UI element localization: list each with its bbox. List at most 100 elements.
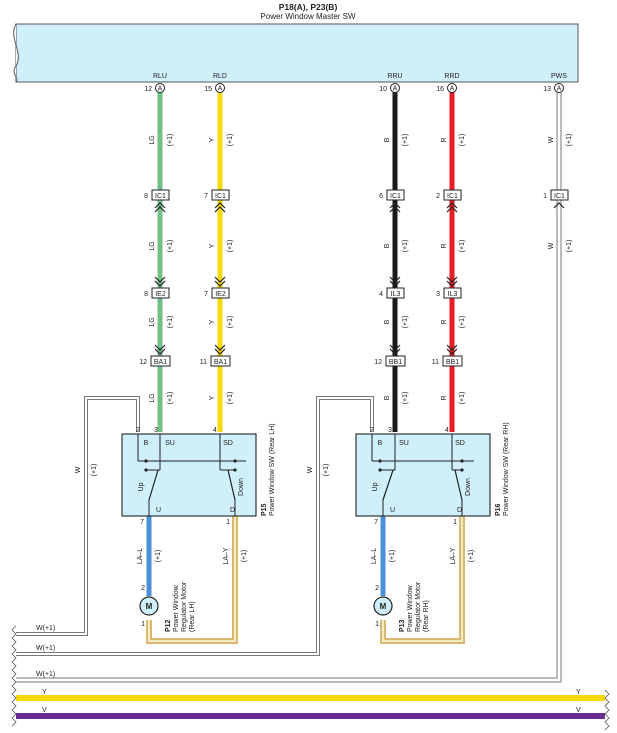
svg-text:P16: P16 (495, 503, 502, 516)
svg-text:Down: Down (465, 478, 472, 496)
bus-v-label-left: V (42, 707, 47, 714)
svg-text:(+1): (+1) (402, 240, 409, 253)
svg-text:2: 2 (370, 427, 374, 434)
svg-text:LA–Y: LA–Y (223, 547, 230, 564)
svg-text:Y: Y (209, 319, 216, 324)
svg-text:W(+1): W(+1) (36, 645, 55, 652)
svg-text:Power Window: Power Window (407, 584, 414, 632)
svg-text:(+1): (+1) (227, 316, 234, 329)
svg-text:(+1): (+1) (402, 316, 409, 329)
svg-text:2: 2 (375, 585, 379, 592)
svg-text:(+1): (+1) (468, 550, 475, 563)
switch-rear-rh: 2 3 4 B SU SD Up Down U D 7 1 P16 Power … (355, 422, 510, 526)
svg-text:LA–L: LA–L (137, 548, 144, 564)
svg-text:IL3: IL3 (448, 291, 458, 298)
svg-text:U: U (156, 507, 161, 514)
svg-text:4: 4 (379, 291, 383, 298)
master-switch-break-mark (13, 23, 19, 83)
svg-text:B: B (378, 440, 383, 447)
svg-text:Down: Down (238, 478, 245, 496)
svg-text:(+1): (+1) (459, 316, 466, 329)
svg-text:(+1): (+1) (323, 464, 330, 477)
svg-text:A: A (393, 86, 398, 93)
svg-text:4: 4 (213, 427, 217, 434)
svg-text:12: 12 (144, 86, 152, 93)
svg-text:BA1: BA1 (214, 359, 227, 366)
svg-text:A: A (557, 86, 562, 93)
svg-text:(Rear RH): (Rear RH) (423, 600, 430, 632)
terminal-label-rlu: RLU (153, 73, 167, 80)
motor-rear-rh: M 2 1 P13 Power Window Regulator Motor (… (373, 581, 430, 632)
svg-text:(+1): (+1) (402, 392, 409, 405)
svg-text:BA1: BA1 (154, 359, 167, 366)
svg-text:(Rear LH): (Rear LH) (189, 601, 196, 632)
master-terminals: A 12 A 15 A 10 A 16 A 13 (144, 83, 564, 93)
svg-text:(+1): (+1) (91, 464, 98, 477)
svg-text:1: 1 (141, 621, 145, 628)
svg-text:Regulator Motor: Regulator Motor (415, 581, 422, 632)
connector-ie2-il3: IE2 8 IE2 7 IL3 4 IL3 3 (144, 276, 462, 299)
svg-text:M: M (380, 602, 387, 611)
svg-text:(+1): (+1) (459, 392, 466, 405)
svg-text:Power Window SW (Rear LH): Power Window SW (Rear LH) (269, 423, 276, 516)
svg-text:3: 3 (388, 427, 392, 434)
svg-text:8: 8 (144, 193, 148, 200)
svg-text:(+1): (+1) (227, 392, 234, 405)
terminal-label-rrd: RRD (444, 73, 459, 80)
bus-y-label-right: Y (576, 689, 581, 696)
svg-text:W: W (548, 242, 555, 249)
svg-text:11: 11 (200, 359, 207, 366)
svg-text:LG: LG (149, 135, 156, 144)
svg-text:SD: SD (223, 440, 233, 447)
svg-text:(+1): (+1) (167, 240, 174, 253)
wire-w-lh (16, 397, 139, 635)
svg-text:1: 1 (226, 519, 230, 526)
svg-text:7: 7 (204, 193, 208, 200)
svg-text:R: R (441, 137, 448, 142)
svg-text:2: 2 (436, 193, 440, 200)
svg-text:(+1): (+1) (459, 240, 466, 253)
svg-text:D: D (457, 507, 462, 514)
bus-y-label-left: Y (42, 689, 47, 696)
svg-text:IC1: IC1 (215, 193, 226, 200)
connector-ba1-bb1: BA1 12 BA1 11 BB1 12 BB1 11 (139, 344, 463, 367)
svg-text:(+1): (+1) (402, 134, 409, 147)
svg-text:12: 12 (374, 359, 382, 366)
component-subtitle: Power Window Master SW (260, 12, 356, 21)
svg-text:SU: SU (165, 440, 175, 447)
wire-color-labels: LG (+1) Y (+1) B (+1) R (+1) W (+1) LG (… (36, 134, 573, 678)
terminal-label-rru: RRU (387, 73, 402, 80)
svg-text:A: A (218, 86, 223, 93)
svg-text:SD: SD (455, 440, 465, 447)
svg-text:6: 6 (379, 193, 383, 200)
svg-text:IL3: IL3 (391, 291, 401, 298)
wire-pws-w (16, 92, 561, 682)
wire-w-rh (16, 397, 373, 655)
svg-text:IC1: IC1 (554, 193, 565, 200)
svg-text:Y: Y (209, 243, 216, 248)
svg-text:2: 2 (141, 585, 145, 592)
wire-pws-w-outline (16, 92, 562, 683)
svg-text:Regulator Motor: Regulator Motor (181, 581, 188, 632)
svg-text:LG: LG (149, 241, 156, 250)
svg-text:11: 11 (432, 359, 439, 366)
svg-text:Up: Up (138, 482, 145, 491)
svg-text:2: 2 (136, 427, 140, 434)
svg-text:IE2: IE2 (215, 291, 226, 298)
svg-text:W: W (548, 136, 555, 143)
motor-rear-lh: M 2 1 P12 Power Window Regulator Motor (… (139, 581, 196, 632)
svg-text:B: B (384, 319, 391, 324)
svg-text:1: 1 (375, 621, 379, 628)
svg-text:IC1: IC1 (390, 193, 401, 200)
svg-text:A: A (450, 86, 455, 93)
terminal-label-rld: RLD (213, 73, 227, 80)
svg-text:(+1): (+1) (459, 134, 466, 147)
svg-text:A: A (158, 86, 163, 93)
svg-text:13: 13 (543, 86, 551, 93)
svg-text:(+1): (+1) (155, 550, 162, 563)
wire-lh-la-y (148, 516, 236, 642)
svg-text:(+1): (+1) (227, 240, 234, 253)
svg-text:SU: SU (399, 440, 409, 447)
component-title: P18(A), P23(B) (279, 2, 338, 12)
